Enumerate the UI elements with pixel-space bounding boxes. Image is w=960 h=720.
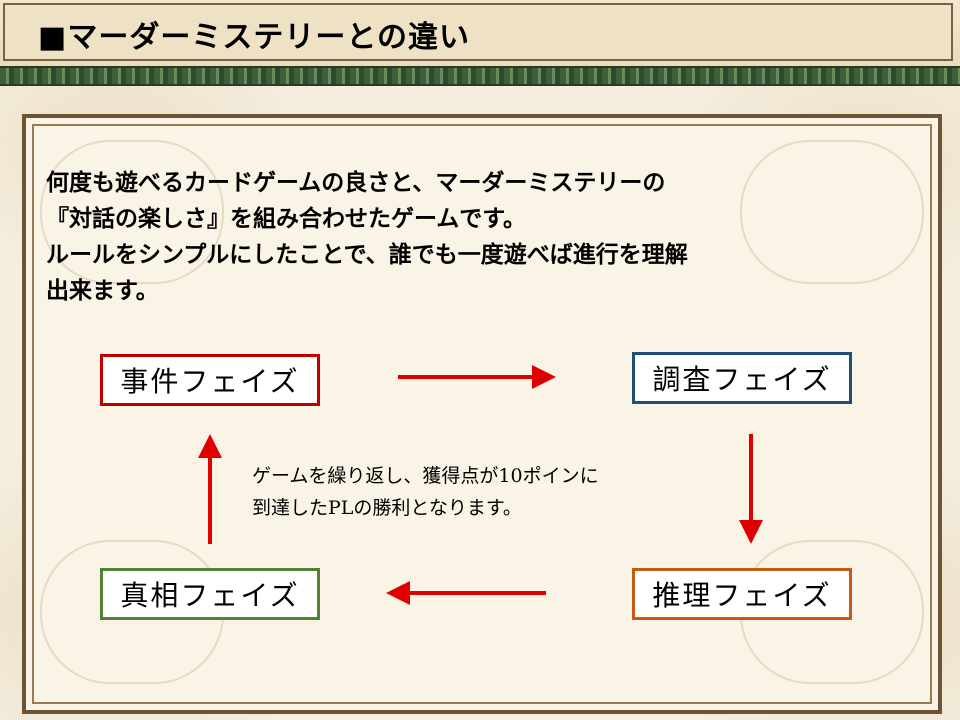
decorative-border-strip — [0, 66, 960, 86]
truth-phase-box: 真相フェイズ — [100, 568, 320, 620]
intro-line: ルールをシンプルにしたことで、誰でも一度遊べば進行を理解 — [46, 242, 688, 268]
intro-line: 『対話の楽しさ』を組み合わせたゲームです。 — [46, 206, 527, 232]
investigation-phase-box: 調査フェイズ — [632, 352, 852, 404]
title-bar: ■マーダーミステリーとの違い — [0, 0, 960, 66]
intro-line: 何度も遊べるカードゲームの良さと、マーダーミステリーの — [46, 170, 666, 196]
intro-line: 出来ます。 — [46, 278, 159, 304]
page-title: ■マーダーミステリーとの違い — [38, 20, 471, 55]
incident-phase-box: 事件フェイズ — [100, 354, 320, 406]
ornament-top-right — [740, 140, 924, 284]
cycle-note-line: ゲームを繰り返し、獲得点が10ポインに — [252, 465, 599, 487]
deduction-phase-box: 推理フェイズ — [632, 568, 852, 620]
intro-paragraph: 何度も遊べるカードゲームの良さと、マーダーミステリーの 『対話の楽しさ』を組み合… — [46, 165, 906, 309]
title-box — [3, 3, 953, 61]
cycle-note-line: 到達したPLの勝利となります。 — [252, 497, 522, 519]
content-frame-inner — [32, 124, 932, 704]
ornament-top-left — [40, 140, 224, 284]
cycle-note: ゲームを繰り返し、獲得点が10ポインに 到達したPLの勝利となります。 — [252, 460, 712, 524]
